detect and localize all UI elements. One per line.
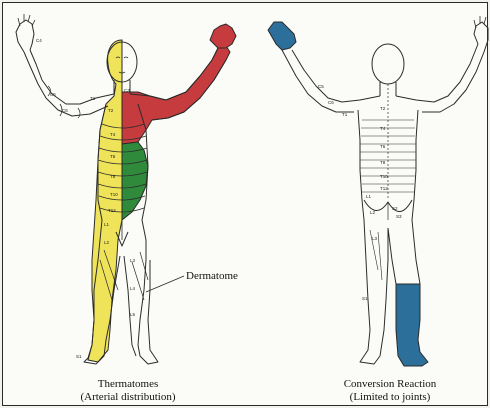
blue-hand [268, 22, 296, 50]
caption-subtitle: (Limited to joints) [305, 391, 475, 404]
segment-label: C6 [328, 100, 334, 105]
segment-label: T8 [380, 160, 386, 165]
segment-label: L1 [104, 222, 110, 227]
red-hand [210, 24, 236, 48]
segment-label: T6 [110, 154, 116, 159]
caption-subtitle: (Arterial distribution) [48, 391, 208, 404]
back-body-figure [268, 16, 488, 366]
segment-label: C5 [50, 92, 56, 97]
segment-label: C5 [318, 84, 324, 89]
front-body-figure [16, 14, 236, 364]
segment-label: C6 [62, 108, 68, 113]
segment-label: S2 [392, 206, 398, 211]
segment-label: T10 [110, 192, 118, 197]
segment-label: L4 [130, 286, 136, 291]
segment-label: T2 [380, 106, 386, 111]
segment-label: L3 [372, 236, 378, 241]
segment-label: S1 [362, 296, 368, 301]
caption-title: Thermatomes [48, 378, 208, 391]
segment-label: T1 [342, 112, 348, 117]
segment-label: S1 [76, 354, 82, 359]
segment-label: L5 [130, 312, 136, 317]
segment-label: T12 [380, 186, 388, 191]
segment-label: T4 [380, 126, 386, 131]
segment-label: T6 [380, 144, 386, 149]
segment-label: L3 [130, 258, 136, 263]
segment-label: C3 [124, 88, 130, 93]
right-figure-caption: Conversion Reaction (Limited to joints) [305, 378, 475, 404]
segment-label: T12 [108, 208, 116, 213]
segment-label: L1 [366, 194, 372, 199]
left-figure-caption: Thermatomes (Arterial distribution) [48, 378, 208, 404]
segment-label: T10 [380, 174, 388, 179]
segment-label: T8 [110, 174, 116, 179]
blue-lower-leg [396, 284, 428, 366]
yellow-region [88, 40, 122, 362]
segment-label: T4 [110, 132, 116, 137]
segment-label: T2 [108, 108, 114, 113]
dermatome-callout-line [146, 276, 184, 292]
segment-label: L2 [370, 210, 376, 215]
segment-label: L2 [104, 240, 110, 245]
segment-label: T1 [90, 96, 96, 101]
segment-label: S3 [396, 214, 402, 219]
segment-label: C4 [36, 38, 42, 43]
back-segment-labels: C5 C6 T1 T2 T4 T6 T8 T10 T12 L1 L2 L3 S1… [318, 84, 402, 301]
dermatome-callout-label: Dermatome [186, 270, 238, 282]
caption-title: Conversion Reaction [305, 378, 475, 391]
